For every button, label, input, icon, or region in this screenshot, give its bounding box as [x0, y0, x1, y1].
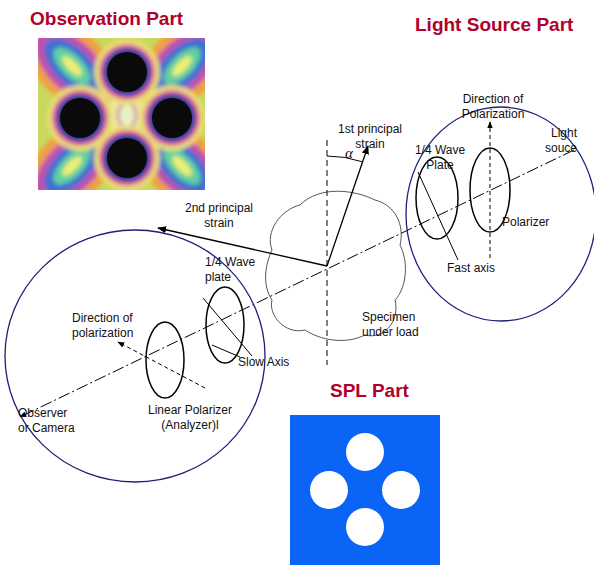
- fringe-hole: [107, 138, 147, 178]
- observer-label: Observer or Camera: [18, 406, 76, 436]
- observation-group: 1/4 Wave plateDirection of polarizationS…: [4, 229, 266, 483]
- fringe-center: [118, 102, 136, 128]
- light-source-group: Light Source PartDirection of Polarizati…: [405, 106, 594, 322]
- strain-label: 2nd principal strain: [181, 201, 257, 231]
- axis-label: Fast axis: [447, 261, 495, 276]
- polarization-label: Direction of polarization: [72, 311, 144, 341]
- spl-hole: [346, 433, 384, 471]
- group-ellipse: [406, 107, 594, 321]
- fringe-hole: [107, 52, 147, 92]
- fringe-bands: [38, 38, 205, 190]
- analyzer-symbol: [146, 322, 184, 398]
- specimen-label: Specimen under load: [362, 310, 424, 340]
- spl-hole: [310, 471, 348, 509]
- part-heading: SPL Part: [330, 380, 409, 402]
- wave-plate-label: 1/4 Wave Plate: [409, 143, 471, 173]
- axis-label: Slow Axis: [238, 355, 289, 370]
- spl-hole: [346, 508, 384, 546]
- analyzer-label: Linear Polarizer (Analyzer)l: [142, 403, 238, 433]
- polarization-arrow: [490, 122, 491, 258]
- optical-axis: [20, 150, 574, 417]
- strain-label: 1st principal strain: [334, 122, 406, 152]
- axis-leader: [212, 345, 240, 357]
- spl-hole: [382, 471, 420, 509]
- polarization-label: Direction of Polarization: [453, 92, 533, 122]
- polarizer-label: Polarizer: [502, 215, 549, 230]
- polarization-arrow: [118, 342, 205, 388]
- fringe-hole: [60, 98, 100, 138]
- fringe-image: [38, 38, 205, 190]
- light-source-label: Light souce: [535, 126, 577, 156]
- fringe-rings: [47, 39, 205, 190]
- axis-leader: [418, 172, 458, 260]
- fringe-hole: [152, 98, 192, 138]
- strain-arrow: [327, 146, 368, 266]
- wave-plate-label: 1/4 Wave plate: [205, 255, 263, 285]
- part-heading: Observation Part: [30, 8, 183, 30]
- part-heading: Light Source Part: [415, 14, 573, 36]
- group-ellipse: [5, 230, 265, 482]
- spl-panel: SPL Part: [290, 415, 440, 565]
- axis-leader: [203, 298, 252, 356]
- wave-plate-symbol: [206, 287, 244, 363]
- spl-square: [290, 415, 440, 565]
- angle-arc: [327, 156, 362, 162]
- fringe-panel: Observation Part: [38, 38, 205, 190]
- reference-axis: [327, 140, 328, 365]
- angle-label: α: [345, 146, 353, 161]
